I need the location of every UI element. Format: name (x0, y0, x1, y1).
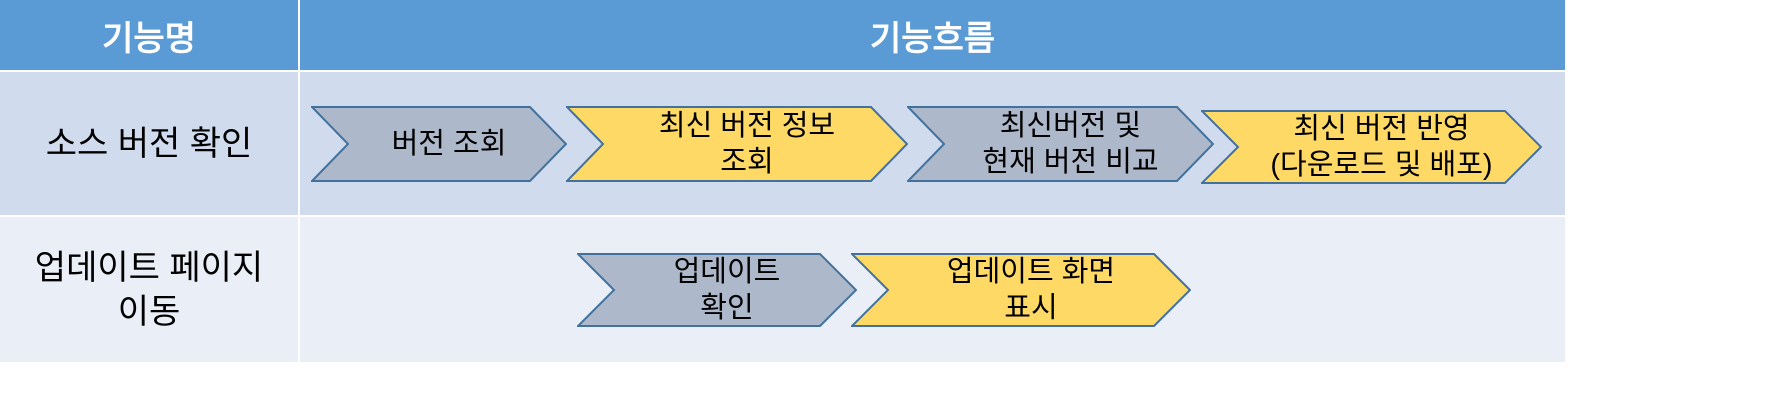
step-label: 업데이트 확인 (673, 256, 781, 324)
row-name-update-page: 업데이트 페이지 이동 (0, 217, 298, 362)
header-feature-flow: 기능흐름 (300, 0, 1565, 70)
chevron-shape (851, 253, 1191, 327)
step-label: 업데이트 화면 표시 (946, 256, 1116, 324)
step-version-compare: 최신버전 및 현재 버전 비교 (907, 106, 1214, 182)
step-label: 최신 버전 정보 조회 (658, 110, 836, 178)
chevron-shape (566, 106, 908, 182)
row-name-source-version-check: 소스 버전 확인 (0, 72, 298, 215)
chevron-shape (1201, 110, 1542, 184)
step-label: 최신버전 및 현재 버전 비교 (982, 110, 1159, 178)
step-version-lookup: 버전 조회 (311, 106, 567, 182)
step-label: 버전 조회 (391, 128, 507, 160)
chevron-shape (577, 253, 857, 327)
step-latest-version-info: 최신 버전 정보 조회 (566, 106, 908, 182)
step-label: 최신 버전 반영 (다운로드 및 배포) (1270, 113, 1493, 181)
step-update-screen: 업데이트 화면 표시 (851, 253, 1191, 327)
chevron-shape (311, 106, 567, 182)
step-update-check: 업데이트 확인 (577, 253, 857, 327)
step-apply-latest: 최신 버전 반영 (다운로드 및 배포) (1201, 110, 1542, 184)
header-feature-name: 기능명 (0, 0, 298, 70)
chevron-shape (907, 106, 1214, 182)
